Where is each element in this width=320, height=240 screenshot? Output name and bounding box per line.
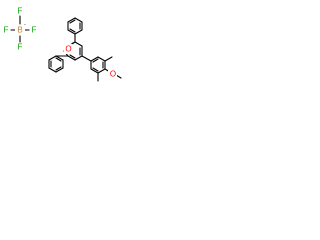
- bond: [97, 56, 106, 62]
- bond: [74, 55, 83, 61]
- label-bg: [15, 25, 25, 35]
- bond: [69, 54, 76, 59]
- bond: [74, 17, 83, 23]
- boron-charge: -: [24, 22, 26, 28]
- methoxy-oxygen: O: [108, 69, 117, 79]
- fluorine-label: F: [18, 7, 23, 16]
- fluorine-atom-bottom: F: [18, 43, 23, 52]
- bond: [69, 28, 76, 33]
- bond: [92, 67, 99, 72]
- oxygen-label: O: [110, 70, 116, 79]
- oxygen-label: O: [65, 45, 71, 54]
- fluorine-atom-right: F: [32, 26, 37, 35]
- bond: [90, 68, 99, 74]
- oxygen-charge: +: [72, 41, 75, 47]
- fluorine-label: F: [4, 26, 9, 35]
- top-phenyl-ring: [67, 17, 83, 35]
- bond: [67, 29, 76, 35]
- fluorine-label: F: [32, 26, 37, 35]
- bond: [69, 19, 76, 24]
- bond: [67, 55, 76, 61]
- bond: [67, 17, 76, 23]
- fluorine-atom-top: F: [18, 7, 23, 16]
- label-bg: [108, 69, 117, 79]
- bond: [97, 68, 106, 74]
- fluorine-label: F: [18, 43, 23, 52]
- fluorine-atom-left: F: [4, 26, 9, 35]
- bond: [55, 67, 64, 73]
- atom-labels: B - F F F F O + O: [4, 7, 117, 79]
- bond: [92, 58, 99, 63]
- pyrylium-oxygen: O +: [64, 41, 75, 54]
- bond: [74, 41, 83, 47]
- dimethyl-methoxy-phenyl-ring: [90, 56, 106, 74]
- bond: [48, 67, 57, 73]
- bond: [55, 55, 64, 61]
- boron-atom: B -: [15, 22, 26, 35]
- bond: [55, 66, 62, 71]
- label-bg: [64, 44, 73, 54]
- bond: [55, 57, 62, 62]
- molecule-diagram: B - F F F F O + O: [4, 7, 122, 82]
- bond-methyl-top: [104, 56, 113, 62]
- bond: [74, 29, 83, 35]
- tetrafluoroborate-bonds: [10, 15, 30, 43]
- bond: [48, 55, 57, 61]
- boron-label: B: [17, 26, 22, 35]
- bond: [90, 56, 99, 62]
- bond-C4-aryl: [81, 55, 92, 62]
- left-phenyl-ring: [48, 55, 64, 73]
